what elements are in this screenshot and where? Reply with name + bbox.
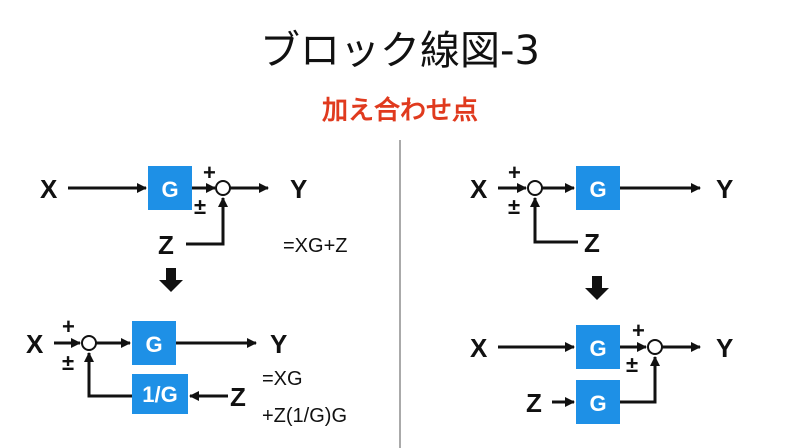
right-bottom-diagram: X G Y G Z + ± — [470, 318, 733, 424]
left-top-disturbance-path — [186, 197, 228, 246]
right-top-disturbance-label: Z — [584, 228, 600, 258]
right-top-g-block — [576, 166, 620, 210]
right-top-input-label: X — [470, 174, 488, 204]
right-bottom-g-block — [576, 325, 620, 369]
left-bottom-inverse-g-label: 1/G — [142, 382, 177, 407]
right-top-diagram: X G Y Z + ± — [470, 160, 733, 258]
left-top-g-label: G — [161, 177, 178, 202]
left-bottom-equation-line1: =XG — [262, 368, 303, 390]
right-bottom-disturbance-g-label: G — [589, 391, 606, 416]
left-top-input-label: X — [40, 174, 58, 204]
right-bottom-input-label: X — [470, 333, 488, 363]
right-top-sign-plus: + — [508, 160, 521, 185]
left-transform-arrow — [159, 268, 183, 292]
left-bottom-output-label: Y — [270, 329, 287, 359]
left-bottom-input-label: X — [26, 329, 44, 359]
left-bottom-inverse-g-block — [132, 374, 188, 414]
page-subtitle: 加え合わせ点 — [321, 96, 478, 126]
left-bottom-g-block — [132, 321, 176, 365]
right-bottom-summing-junction — [647, 339, 663, 355]
right-bottom-g-label: G — [589, 336, 606, 361]
left-bottom-disturbance-label: Z — [230, 382, 246, 412]
right-bottom-output-label: Y — [716, 333, 733, 363]
left-top-g-block — [148, 166, 192, 210]
left-bottom-feedback-path — [84, 352, 132, 398]
left-bottom-g-label: G — [145, 332, 162, 357]
right-bottom-sign-plus: + — [632, 318, 645, 343]
right-bottom-sign-pm: ± — [626, 352, 638, 377]
left-top-disturbance-label: Z — [158, 230, 174, 260]
left-bottom-summing-junction — [81, 335, 97, 351]
left-bottom-equation-line2: +Z(1/G)G — [262, 405, 347, 427]
right-bottom-disturbance-label: Z — [526, 388, 542, 418]
right-top-g-label: G — [589, 177, 606, 202]
right-bottom-disturbance-g-block — [576, 380, 620, 424]
left-top-sign-pm: ± — [194, 194, 206, 219]
right-top-sign-pm: ± — [508, 194, 520, 219]
right-top-output-label: Y — [716, 174, 733, 204]
left-bottom-sign-pm: ± — [62, 350, 74, 375]
left-bottom-sign-plus: + — [62, 314, 75, 339]
left-top-summing-junction — [215, 180, 231, 196]
left-top-diagram: X G Y Z + ± =XG+Z — [40, 160, 347, 260]
left-top-sign-plus: + — [203, 160, 216, 185]
right-bottom-disturbance-path — [620, 356, 660, 404]
right-transform-arrow — [585, 276, 609, 300]
page-title: ブロック線図-3 — [260, 28, 540, 74]
left-top-equation: =XG+Z — [283, 235, 347, 257]
left-top-output-label: Y — [290, 174, 307, 204]
right-top-disturbance-path — [530, 197, 578, 244]
right-top-summing-junction — [527, 180, 543, 196]
left-bottom-diagram: X G Y 1/G Z + ± =XG +Z(1/G)G — [26, 314, 347, 427]
